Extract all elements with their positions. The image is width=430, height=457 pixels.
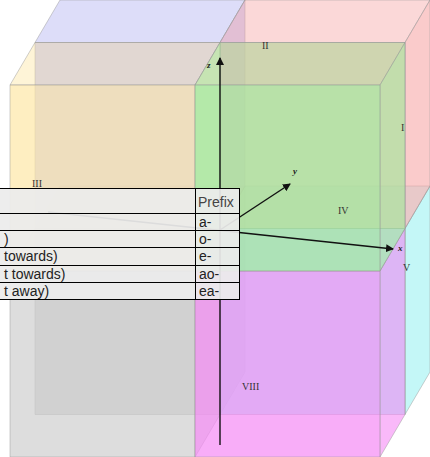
octant-number: II	[262, 40, 269, 52]
table-cell: t away)	[4, 283, 49, 299]
octant-number: IV	[338, 205, 349, 217]
octant-number: I	[401, 122, 404, 134]
table-cell: towards)	[4, 248, 58, 264]
table-cell: ea-	[199, 283, 219, 299]
table-ground	[0, 188, 240, 300]
table-cell: )	[4, 231, 9, 247]
octant-face	[35, 0, 245, 43]
table-cell: o-	[199, 231, 211, 247]
octant-face	[220, 0, 430, 43]
axis-label: z	[207, 60, 211, 70]
octant-number: V	[403, 262, 410, 274]
octant-face	[195, 43, 405, 86]
axis-label: y	[293, 166, 297, 176]
octant-number: VIII	[242, 381, 259, 393]
prefix-table	[0, 188, 240, 300]
table-cell: e-	[199, 248, 211, 264]
table-cell: t towards)	[4, 266, 65, 282]
table-grid	[0, 188, 240, 300]
octant-face	[405, 0, 430, 229]
octant-number: III	[32, 178, 42, 190]
axis-label: x	[398, 243, 403, 253]
octant-face	[380, 43, 405, 272]
table-cell: a-	[199, 214, 211, 230]
table-cell: ao-	[199, 266, 219, 282]
octant-face	[10, 43, 220, 86]
table-header: Prefix	[198, 194, 234, 210]
